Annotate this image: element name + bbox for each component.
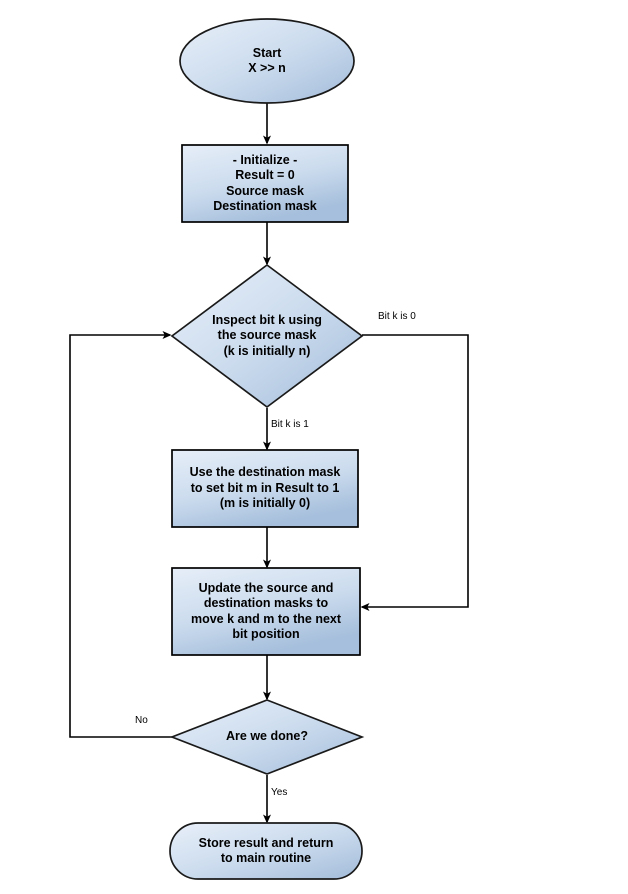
set-bit-node-shape (171, 449, 359, 528)
connector-no-to-inspect (69, 331, 172, 738)
start-node-shape (179, 18, 355, 104)
edge-label-bit-k-is-1: Bit k is 1 (271, 419, 309, 430)
are-we-done-decision-node-shape (169, 699, 365, 775)
inspect-bit-decision-node-shape (170, 263, 364, 409)
end-node-shape (169, 822, 363, 880)
update-masks-node-shape (171, 567, 361, 656)
edge-label-yes: Yes (271, 787, 288, 798)
edge-label-bit-k-is-0: Bit k is 0 (378, 311, 416, 322)
initialize-node-shape (181, 144, 349, 223)
connector-bitk0-to-update (360, 334, 469, 611)
edge-label-no: No (135, 715, 148, 726)
